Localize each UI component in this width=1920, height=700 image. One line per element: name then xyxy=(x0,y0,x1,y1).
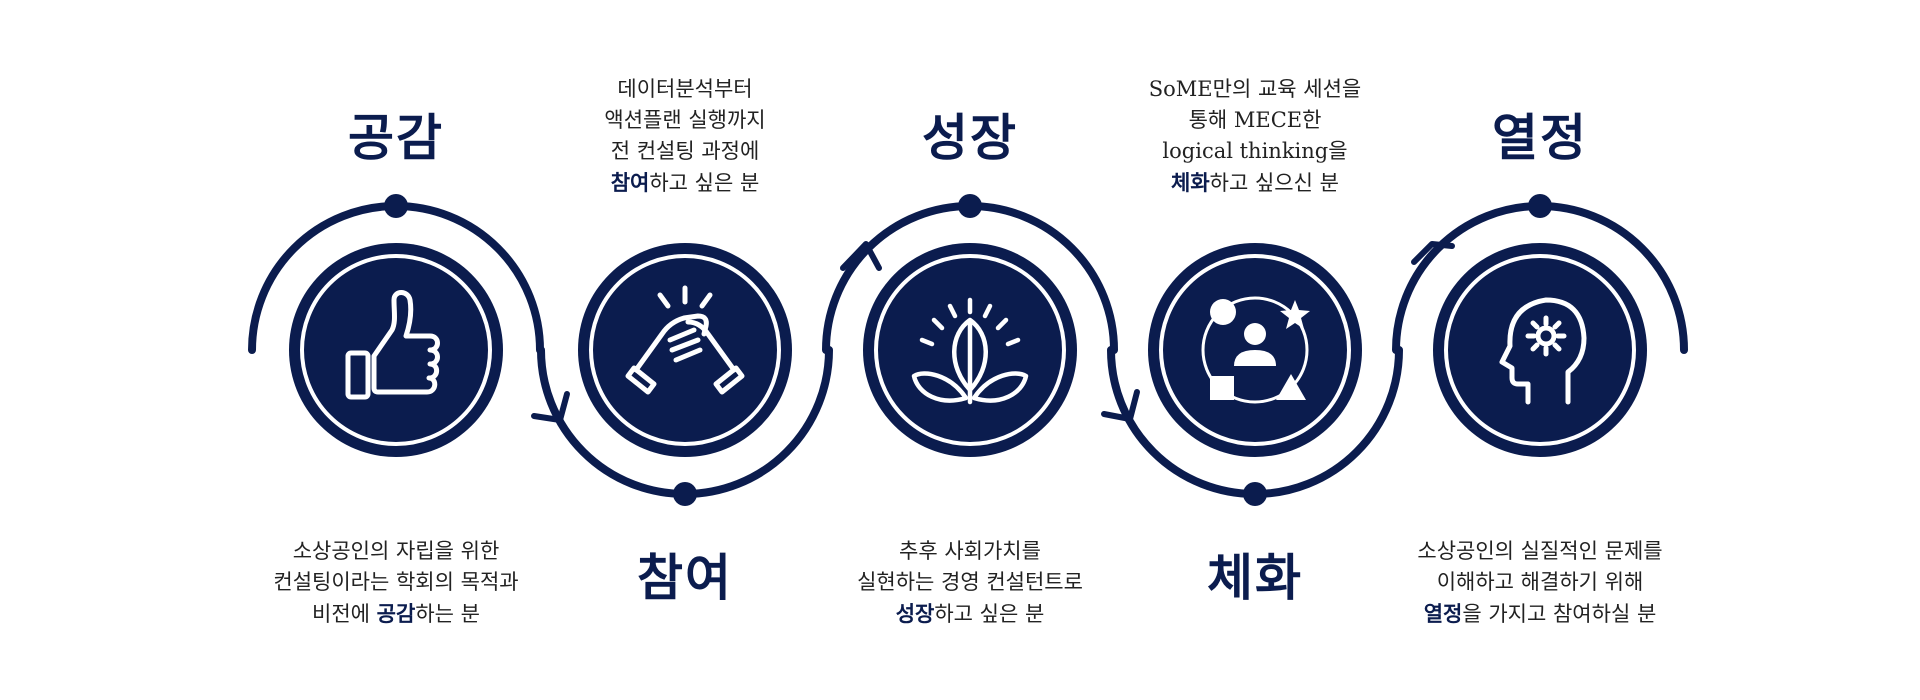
desc-line: 체화하고 싶으신 분 xyxy=(1171,170,1339,195)
desc-highlight: 공감 xyxy=(376,601,416,626)
step-desc-2: 데이터분석부터 액션플랜 실행까지 전 컨설팅 과정에 참여하고 싶은 분 xyxy=(515,74,855,199)
node-dot-3 xyxy=(958,194,982,218)
thumbs-up-icon xyxy=(345,290,440,400)
desc-line: SoME만의 교육 세션을 xyxy=(1148,77,1362,101)
step-desc-5: 소상공인의 실질적인 문제를 이해하고 해결하기 위해 열정을 가지고 참여하실… xyxy=(1370,536,1710,630)
node-dot-1 xyxy=(384,194,408,218)
arrow-head-3 xyxy=(1101,389,1140,422)
desc-line: 액션플랜 실행까지 xyxy=(604,108,766,132)
node-dot-5 xyxy=(1528,194,1552,218)
desc-line: logical thinking을 xyxy=(1162,139,1348,163)
step-badge-2 xyxy=(578,243,792,457)
desc-line: 실현하는 경영 컨설턴트로 xyxy=(857,570,1083,594)
step-badge-3 xyxy=(863,243,1077,457)
desc-line: 성장하고 싶은 분 xyxy=(895,601,1045,626)
arrow-head-1 xyxy=(531,391,570,423)
desc-line: 소상공인의 자립을 위한 xyxy=(292,539,500,563)
step-desc-4: SoME만의 교육 세션을 통해 MECE한 logical thinking을… xyxy=(1085,74,1425,199)
node-dots xyxy=(384,194,1552,506)
step-title-2: 참여 xyxy=(637,548,733,607)
step-desc-3: 추후 사회가치를 실현하는 경영 컨설턴트로 성장하고 싶은 분 xyxy=(800,536,1140,630)
step-desc-1: 소상공인의 자립을 위한 컨설팅이라는 학회의 목적과 비전에 공감하는 분 xyxy=(226,536,566,630)
desc-line: 열정을 가지고 참여하실 분 xyxy=(1423,601,1657,626)
arrow-heads xyxy=(531,241,1455,423)
desc-line: 소상공인의 실질적인 문제를 xyxy=(1417,539,1663,563)
step-badge-1 xyxy=(289,243,503,457)
desc-line: 참여하고 싶은 분 xyxy=(610,170,760,195)
step-title-5: 열정 xyxy=(1492,108,1588,167)
arrow-head-2 xyxy=(840,241,882,271)
sprout-icon xyxy=(911,297,1029,405)
desc-highlight: 참여 xyxy=(610,170,650,195)
step-badge-5 xyxy=(1433,243,1647,457)
desc-line: 컨설팅이라는 학회의 목적과 xyxy=(273,570,519,594)
shapes-person-icon xyxy=(1201,296,1310,404)
desc-highlight: 열정 xyxy=(1423,601,1463,626)
arrow-head-4 xyxy=(1411,241,1455,265)
desc-line: 데이터분석부터 xyxy=(617,77,753,101)
step-title-4: 체화 xyxy=(1207,548,1303,607)
desc-line: 통해 MECE한 xyxy=(1188,108,1322,132)
node-dot-4 xyxy=(1243,482,1267,506)
desc-line: 추후 사회가치를 xyxy=(899,539,1041,563)
step-title-3: 성장 xyxy=(922,108,1018,167)
handshake-icon xyxy=(625,285,745,395)
node-dot-2 xyxy=(673,482,697,506)
step-title-1: 공감 xyxy=(348,108,444,167)
desc-line: 전 컨설팅 과정에 xyxy=(610,139,760,163)
desc-highlight: 체화 xyxy=(1171,170,1210,195)
head-gear-icon xyxy=(1499,297,1587,405)
desc-highlight: 성장 xyxy=(895,601,935,626)
step-badge-4 xyxy=(1148,243,1362,457)
step-badges xyxy=(289,243,1647,457)
desc-line: 이해하고 해결하기 위해 xyxy=(1436,570,1644,594)
desc-line: 비전에 공감하는 분 xyxy=(312,601,480,626)
